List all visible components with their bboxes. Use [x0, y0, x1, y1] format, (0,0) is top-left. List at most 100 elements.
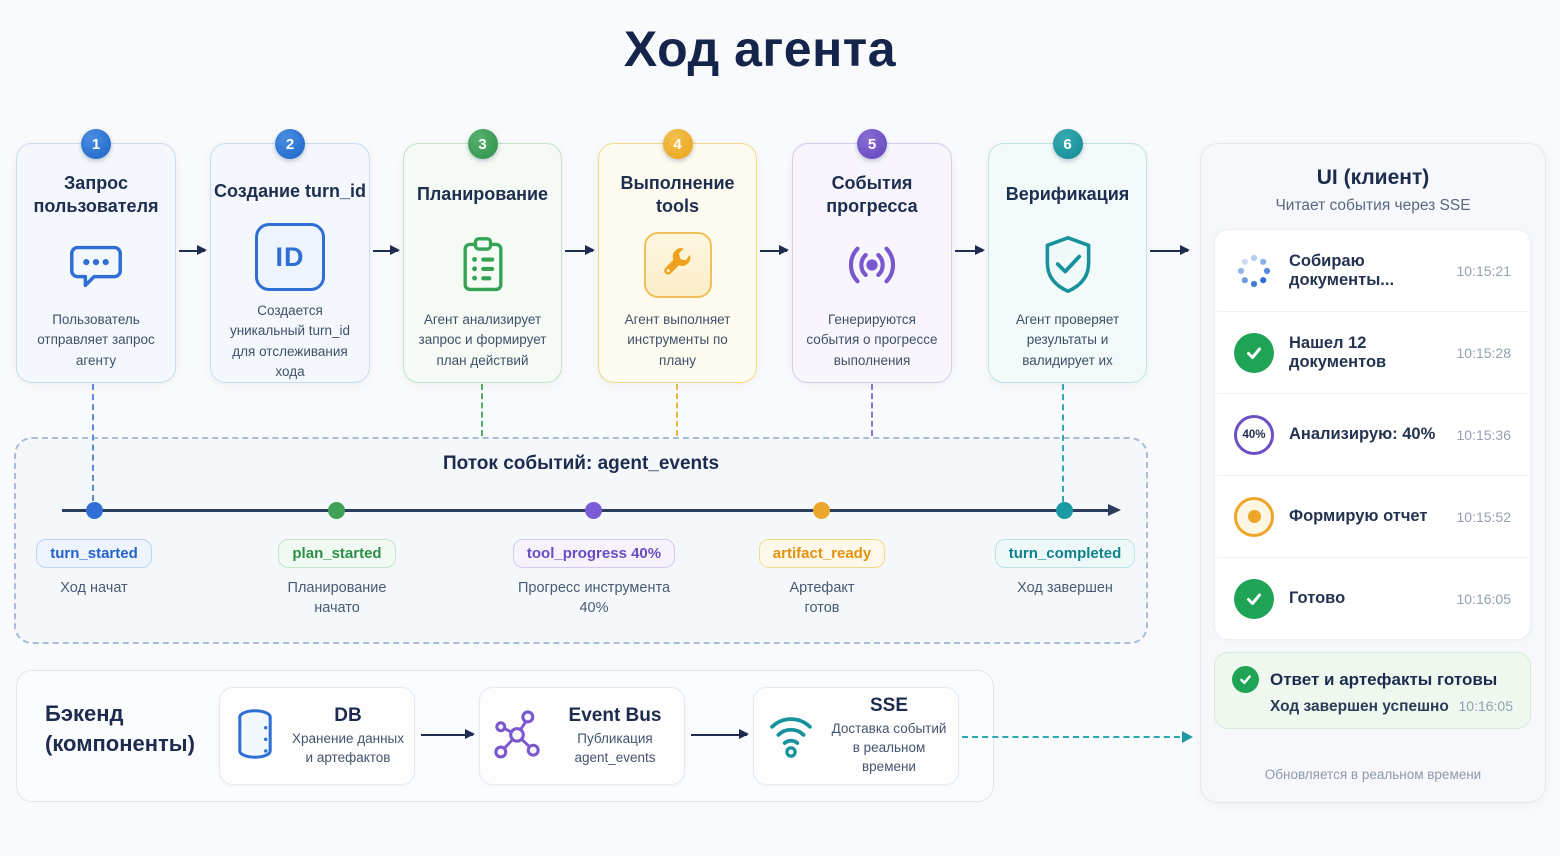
component-event-bus: Event Bus Публикация agent_events	[479, 687, 685, 785]
result-title: Ответ и артефакты готовы	[1270, 669, 1498, 689]
component-db: DB Хранение данных и артефактов	[219, 687, 415, 785]
timeline-dot-artifact-ready	[813, 502, 830, 519]
ui-row-label: Нашел 12 документов	[1289, 333, 1387, 371]
flow-arrow	[373, 245, 400, 255]
event-badge: plan_started	[278, 539, 396, 568]
ui-row-time: 10:15:28	[1456, 344, 1512, 361]
event-badge: turn_completed	[994, 539, 1136, 568]
step-card-tools: 4 Выполнение tools Агент выполняет инстр…	[598, 129, 757, 383]
sse-to-ui-arrow	[962, 730, 1193, 743]
ui-row-label: Анализирую: 40%	[1289, 425, 1436, 443]
event-label: Ход начат	[60, 580, 128, 596]
step-title: Верификация	[1005, 184, 1130, 205]
event-artifact-ready: artifact_ready Артефакт готов	[712, 539, 932, 619]
timeline-dot-turn-started	[86, 502, 103, 519]
step-description: Агент выполняет инструменты по плану	[624, 312, 731, 368]
network-icon	[490, 706, 544, 767]
event-label: Прогресс инструмента 40%	[517, 580, 671, 617]
ui-panel-footer: Обновляется в реальном времени	[1264, 767, 1482, 782]
step-number-badge: 3	[467, 129, 498, 159]
ui-row-time: 10:15:52	[1456, 508, 1512, 525]
wrench-icon	[643, 230, 712, 300]
flow-arrow	[760, 245, 789, 255]
ui-row-report: Формирую отчет 10:15:52	[1215, 476, 1530, 557]
step-title: Планирование	[416, 184, 549, 205]
event-badge: artifact_ready	[758, 539, 886, 568]
flow-arrow	[955, 245, 985, 255]
step-card-verification: 6 Верификация Агент проверяет результаты…	[988, 129, 1147, 383]
database-icon	[230, 706, 280, 767]
connector-progress-events	[871, 384, 873, 436]
component-name: DB	[334, 704, 362, 726]
event-stream-box: Поток событий: agent_events turn_started…	[14, 437, 1148, 644]
flow-arrow	[179, 245, 207, 255]
component-name: SSE	[869, 695, 909, 717]
step-description: Генерируются события о прогрессе выполне…	[806, 312, 938, 368]
event-label: Ход завершен	[1017, 580, 1113, 596]
broadcast-icon	[834, 230, 910, 300]
ui-row-time: 10:15:21	[1456, 262, 1512, 279]
event-plan-started: plan_started Планирование начато	[227, 539, 447, 619]
event-badge: turn_started	[36, 539, 152, 568]
flow-arrow-to-ui	[1150, 245, 1190, 255]
divider	[1217, 557, 1528, 558]
divider	[1217, 475, 1528, 476]
step-description: Агент анализирует запрос и формирует пла…	[418, 312, 547, 368]
ui-row-found-docs: Нашел 12 документов 10:15:28	[1215, 312, 1530, 393]
check-icon	[1232, 666, 1259, 693]
connector-plan-started	[481, 384, 483, 436]
step-title: Выполнение tools	[620, 172, 735, 216]
ui-row-analyzing: 40% Анализирую: 40% 10:15:36	[1215, 394, 1530, 475]
step-description: Пользователь отправляет запрос агенту	[37, 312, 155, 368]
shield-check-icon	[1038, 230, 1098, 300]
divider	[1217, 393, 1528, 394]
chat-icon	[65, 230, 127, 300]
ui-panel-subtitle: Читает события через SSE	[1275, 197, 1471, 214]
page-title: Ход агента	[623, 21, 897, 77]
step-card-planning: 3 Планирование Агент анализирует запрос …	[403, 129, 562, 383]
event-stream-title: Поток событий: agent_events	[442, 453, 720, 474]
flow-arrow	[565, 245, 595, 255]
ui-row-label: Формирую отчет	[1289, 507, 1428, 525]
clipboard-icon	[453, 230, 513, 300]
progress-ring-icon: 40%	[1234, 414, 1274, 455]
step-card-turn-id: 2 Создание turn_id ID Создается уникальн…	[210, 129, 370, 383]
backend-label: Бэкенд (компоненты)	[45, 701, 195, 756]
ui-row-done: Готово 10:16:05	[1215, 558, 1530, 639]
step-card-progress-events: 5 События прогресса Генерируются события…	[792, 129, 952, 383]
step-number-badge: 2	[275, 129, 305, 159]
check-icon	[1234, 332, 1274, 373]
step-title: Создание turn_id	[213, 180, 367, 201]
wifi-icon	[764, 707, 818, 766]
ui-row-time: 10:16:05	[1456, 590, 1512, 607]
connector-turn-completed	[1062, 384, 1064, 502]
step-title: Запрос пользователя	[33, 172, 159, 216]
timeline-dot-turn-completed	[1056, 502, 1073, 519]
component-sse: SSE Доставка событий в реальном времени	[753, 687, 959, 785]
component-description: Хранение данных и артефактов	[292, 730, 404, 765]
ui-result-card: Ответ и артефакты готовы Ход завершен ус…	[1214, 652, 1531, 729]
event-tool-progress: tool_progress 40% Прогресс инструмента 4…	[484, 539, 704, 619]
component-description: Доставка событий в реальном времени	[831, 721, 947, 774]
backend-arrow	[691, 729, 749, 739]
step-number-badge: 1	[81, 129, 111, 159]
event-label: Артефакт готов	[789, 580, 855, 617]
ui-row-collecting: Собираю документы... 10:15:21	[1215, 230, 1530, 311]
backend-arrow	[421, 729, 475, 739]
result-subtitle: Ход завершен успешно	[1270, 698, 1449, 715]
result-time: 10:16:05	[1458, 698, 1514, 714]
timeline-dot-plan-started	[328, 502, 345, 519]
event-turn-started: turn_started Ход начат	[0, 539, 204, 598]
step-number-badge: 4	[662, 129, 693, 159]
ui-client-panel: UI (клиент) Читает события через SSE Соб…	[1200, 143, 1546, 803]
divider	[1217, 311, 1528, 312]
ui-panel-title: UI (клиент)	[1316, 166, 1430, 189]
ui-row-label: Собираю документы...	[1289, 251, 1395, 289]
id-icon-text: ID	[275, 241, 305, 272]
step-title: События прогресса	[826, 172, 918, 216]
ui-row-label: Готово	[1289, 589, 1346, 607]
timeline-arrowhead	[1108, 504, 1121, 516]
step-number-badge: 6	[1052, 129, 1083, 159]
step-card-user-request: 1 Запрос пользователя Пользователь отпра…	[16, 129, 176, 383]
